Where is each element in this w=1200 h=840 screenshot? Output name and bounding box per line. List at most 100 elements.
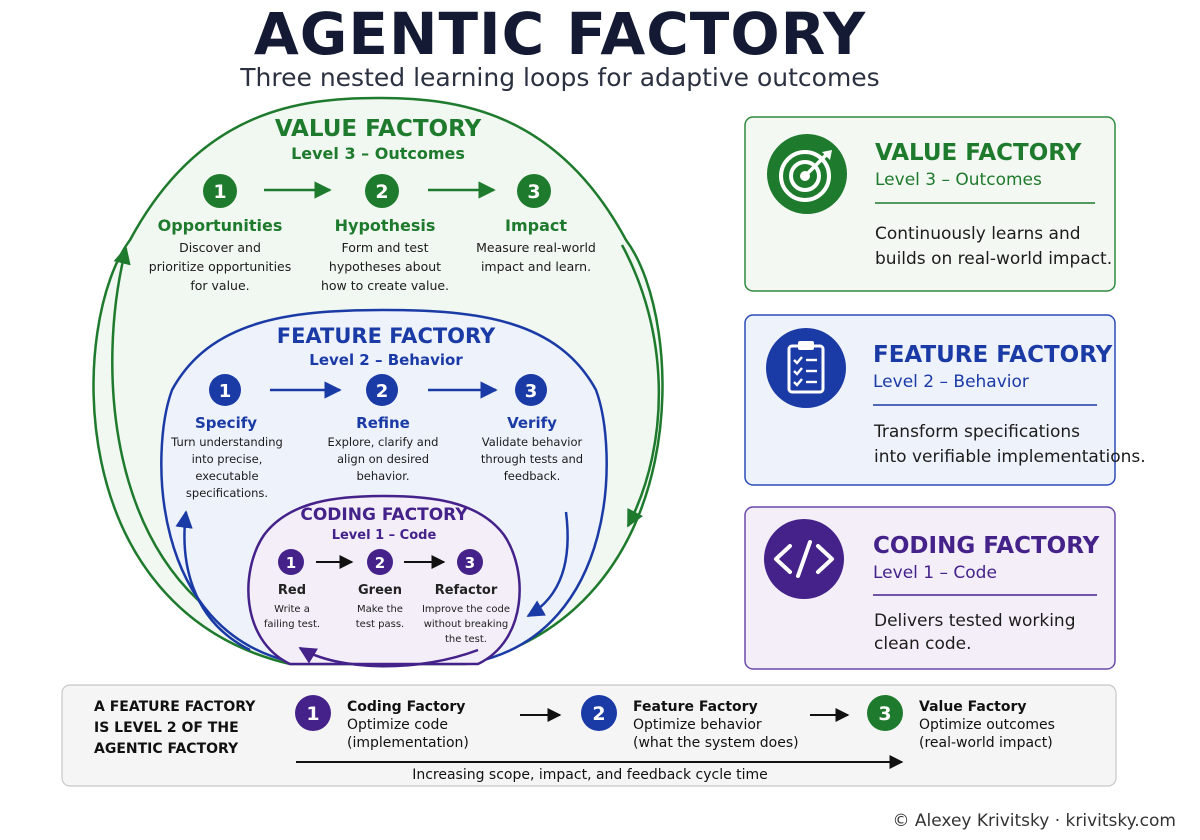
step-number: 1 (306, 703, 319, 725)
step-desc-line: Improve the code (422, 604, 510, 615)
page-subtitle: Three nested learning loops for adaptive… (239, 63, 879, 92)
card-subtitle: Level 1 – Code (873, 563, 997, 583)
step-number-badge (295, 695, 331, 731)
step-desc-line: Validate behavior (482, 435, 583, 449)
value-step-impact: 3 Impact Measure real-world impact and l… (476, 174, 596, 274)
coding-factory-subtitle: Level 1 – Code (332, 528, 437, 543)
step-desc-line: Measure real-world (476, 240, 596, 255)
step-number-badge (366, 374, 398, 406)
card-desc-line: builds on real-world impact. (875, 249, 1112, 269)
summary-heading-line: A FEATURE FACTORY (94, 699, 256, 715)
step-desc-line: specifications. (186, 486, 268, 500)
summary-step-line: Optimize behavior (633, 717, 762, 733)
card-title: FEATURE FACTORY (873, 342, 1113, 368)
value-step-opportunities: 1 Opportunities Discover and prioritize … (149, 174, 292, 293)
summary-step-line: (implementation) (347, 735, 469, 751)
step-desc-line: impact and learn. (481, 259, 591, 274)
step-desc-line: align on desired (337, 452, 429, 466)
card-desc-line: Continuously learns and (875, 224, 1081, 244)
step-number: 2 (376, 381, 389, 402)
credit-text: © Alexey Krivitsky · krivitsky.com (892, 811, 1176, 831)
coding-factory-loop: CODING FACTORY Level 1 – Code 1 Red Writ… (247, 494, 521, 668)
feature-step-verify: 3 Verify Validate behavior through tests… (481, 374, 583, 483)
step-desc-line: the test. (445, 634, 487, 645)
target-icon (767, 134, 847, 214)
feature-step-refine: 2 Refine Explore, clarify and align on d… (328, 374, 439, 483)
card-desc-line: Delivers tested working (874, 611, 1076, 631)
coding-step-green: 2 Green Make the test pass. (356, 549, 404, 630)
step-number: 3 (527, 181, 540, 203)
step-number: 3 (878, 703, 891, 725)
value-loop-return-arrow-left (111, 246, 241, 632)
coding-loop-return-arrow (298, 646, 479, 668)
step-name: Refactor (435, 583, 498, 598)
step-desc-line: behavior. (356, 469, 409, 483)
step-desc-line: into precise, (192, 452, 263, 466)
summary-step-name: Value Factory (919, 699, 1026, 715)
card-desc-line: into verifiable implementations. (874, 447, 1146, 467)
step-number-badge (203, 174, 237, 208)
step-number-badge (367, 549, 393, 575)
card-subtitle: Level 2 – Behavior (873, 372, 1029, 392)
step-desc-line: executable (195, 469, 258, 483)
card-title: CODING FACTORY (873, 533, 1100, 559)
step-desc-line: through tests and (481, 452, 583, 466)
step-number-badge (515, 374, 547, 406)
coding-factory-title: CODING FACTORY (300, 505, 468, 525)
clipboard-checklist-icon (766, 328, 846, 408)
value-loop-return-arrow-right (620, 244, 660, 528)
step-number: 3 (465, 554, 475, 572)
step-desc-line: hypotheses about (329, 259, 441, 274)
summary-panel: A FEATURE FACTORY IS LEVEL 2 OF THE AGEN… (61, 684, 1117, 787)
step-desc-line: Discover and (179, 240, 261, 255)
summary-step-line: Optimize outcomes (919, 717, 1055, 733)
summary-step-feature: 2 Feature Factory Optimize behavior (wha… (581, 695, 799, 751)
value-factory-subtitle: Level 3 – Outcomes (291, 144, 465, 163)
step-number: 3 (525, 381, 538, 402)
step-number: 1 (286, 554, 296, 572)
step-desc-line: for value. (190, 278, 249, 293)
card-feature-factory: FEATURE FACTORY Level 2 – Behavior Trans… (744, 314, 1146, 486)
feature-factory-title: FEATURE FACTORY (277, 324, 496, 348)
step-number: 1 (213, 181, 226, 203)
card-value-factory: VALUE FACTORY Level 3 – Outcomes Continu… (744, 116, 1116, 292)
summary-step-line: Optimize code (347, 717, 448, 733)
step-desc-line: feedback. (504, 469, 560, 483)
step-desc-line: Write a (274, 604, 310, 615)
step-number-badge (365, 174, 399, 208)
scope-label: Increasing scope, impact, and feedback c… (412, 767, 768, 783)
summary-heading-line: AGENTIC FACTORY (94, 741, 239, 757)
step-number: 2 (375, 554, 385, 572)
step-number-badge (517, 174, 551, 208)
coding-step-red: 1 Red Write a failing test. (264, 549, 320, 630)
step-name: Hypothesis (335, 216, 436, 235)
step-name: Red (278, 583, 306, 598)
step-desc-line: without breaking (424, 619, 509, 630)
step-desc-line: Turn understanding (170, 435, 283, 449)
summary-step-line: (what the system does) (633, 735, 799, 751)
card-title: VALUE FACTORY (875, 140, 1082, 166)
step-desc-line: Form and test (342, 240, 429, 255)
step-name: Specify (195, 414, 257, 432)
card-coding-factory: CODING FACTORY Level 1 – Code Delivers t… (744, 506, 1116, 670)
step-desc-line: failing test. (264, 619, 320, 630)
value-factory-title: VALUE FACTORY (275, 116, 482, 142)
step-number-badge (209, 374, 241, 406)
value-step-hypothesis: 2 Hypothesis Form and test hypotheses ab… (321, 174, 449, 293)
step-desc-line: prioritize opportunities (149, 259, 292, 274)
summary-step-name: Coding Factory (347, 699, 465, 715)
card-desc-line: Transform specifications (873, 422, 1080, 442)
step-name: Refine (356, 414, 410, 432)
feature-step-specify: 1 Specify Turn understanding into precis… (170, 374, 283, 500)
step-desc-line: Explore, clarify and (328, 435, 439, 449)
step-desc-line: Make the (357, 604, 403, 615)
step-desc-line: test pass. (356, 619, 404, 630)
step-number-badge (278, 549, 304, 575)
feature-factory-subtitle: Level 2 – Behavior (309, 351, 463, 369)
code-brackets-icon (764, 519, 844, 599)
summary-heading-line: IS LEVEL 2 OF THE (94, 720, 239, 736)
card-desc-line: clean code. (874, 634, 972, 654)
page-title: AGENTIC FACTORY (254, 0, 866, 68)
summary-step-line: (real-world impact) (919, 735, 1053, 751)
